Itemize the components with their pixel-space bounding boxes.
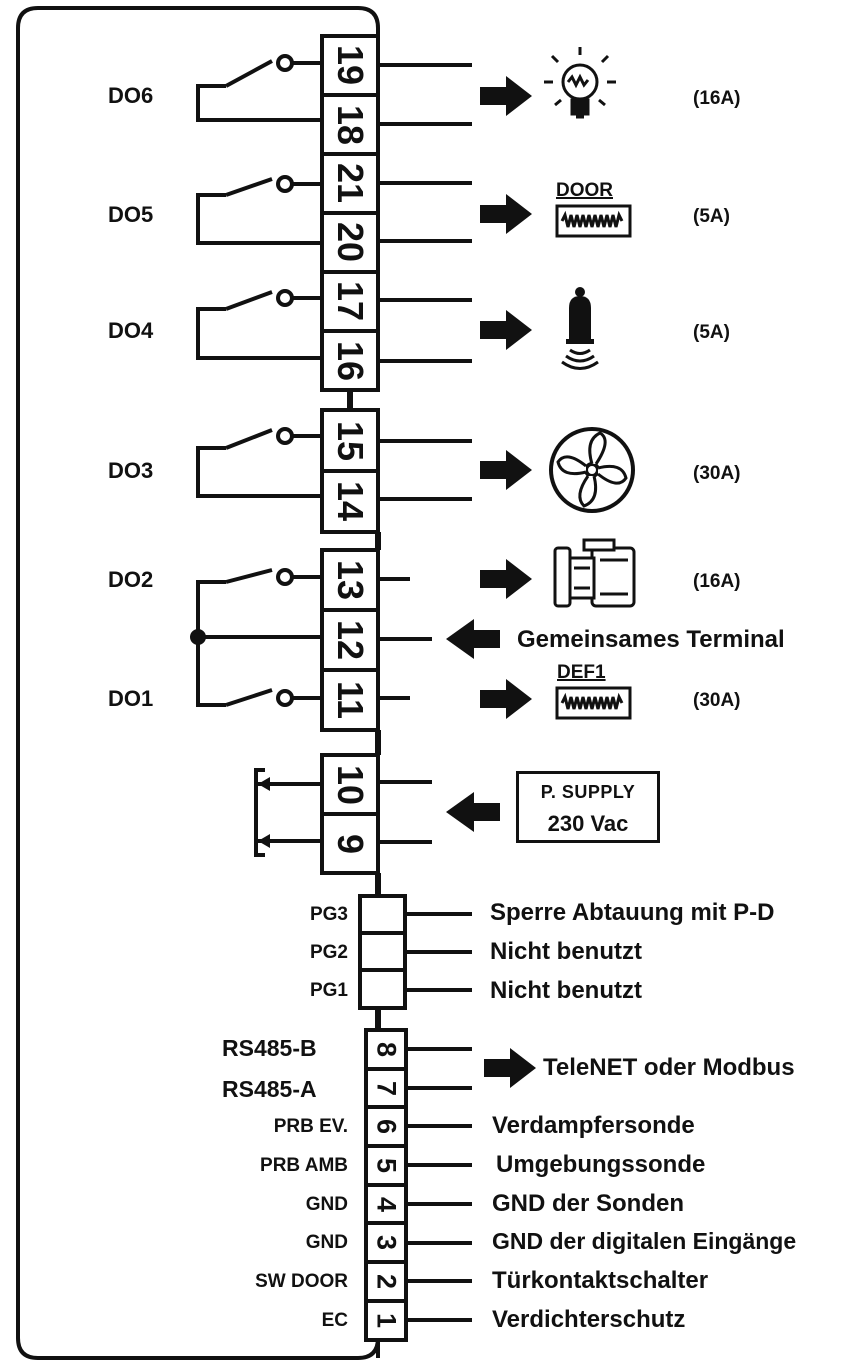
do2-do1-switches bbox=[196, 568, 322, 707]
terminal-3: 3 bbox=[371, 1234, 402, 1251]
do5-rating: (5A) bbox=[693, 206, 730, 227]
terminal-16: 16 bbox=[330, 340, 371, 382]
arrow-left-common bbox=[446, 619, 500, 659]
ec-label: EC bbox=[321, 1310, 348, 1331]
arrow-right-do5 bbox=[480, 194, 532, 234]
do3-rating: (30A) bbox=[693, 463, 741, 484]
do2-label: DO2 bbox=[108, 567, 154, 592]
do1-label: DO1 bbox=[108, 686, 154, 711]
terminal-19: 19 bbox=[330, 44, 371, 86]
common-terminal-label: Gemeinsames Terminal bbox=[517, 626, 785, 653]
terminal-12: 12 bbox=[330, 619, 371, 661]
do4-label: DO4 bbox=[108, 318, 154, 343]
def1-label: DEF1 bbox=[557, 662, 606, 683]
do3-switch bbox=[196, 428, 322, 498]
prb-ev-label: PRB EV. bbox=[273, 1116, 348, 1137]
pg1-function: Nicht benutzt bbox=[490, 977, 642, 1004]
alarm-bell-icon bbox=[561, 287, 599, 370]
terminal-7: 7 bbox=[371, 1080, 402, 1097]
rs485-a-label: RS485-A bbox=[222, 1076, 317, 1102]
power-supply-voltage: 230 Vac bbox=[547, 811, 629, 836]
terminal-4: 4 bbox=[371, 1196, 402, 1213]
do4-rating: (5A) bbox=[693, 322, 730, 343]
pg3-label: PG3 bbox=[309, 904, 348, 925]
arrow-right-rs485 bbox=[484, 1048, 536, 1088]
do6-rating: (16A) bbox=[693, 88, 741, 109]
power-supply-box: P. SUPPLY 230 Vac bbox=[516, 771, 660, 843]
terminal-10: 10 bbox=[330, 764, 371, 806]
door-heater-icon bbox=[555, 204, 632, 238]
door-label: DOOR bbox=[556, 180, 613, 201]
terminal-8: 8 bbox=[371, 1041, 402, 1058]
terminal-14: 14 bbox=[330, 480, 371, 522]
terminal-11: 11 bbox=[330, 680, 371, 720]
terminal-18: 18 bbox=[330, 104, 371, 146]
terminal-1: 1 bbox=[371, 1312, 402, 1329]
do4-switch bbox=[196, 290, 322, 360]
prb-ev-function: Verdampfersonde bbox=[492, 1112, 695, 1139]
terminal-21: 21 bbox=[330, 162, 371, 204]
sw-door-label: SW DOOR bbox=[255, 1271, 348, 1292]
pg2-function: Nicht benutzt bbox=[490, 938, 642, 965]
do5-switch bbox=[196, 177, 322, 245]
do5-label: DO5 bbox=[108, 202, 154, 227]
power-supply-title: P. SUPPLY bbox=[540, 782, 636, 802]
lightbulb-icon bbox=[544, 47, 616, 119]
pg-terminal-block bbox=[358, 894, 407, 1010]
gnd-digital-function: GND der digitalen Eingänge bbox=[492, 1228, 797, 1254]
gnd-digital-label: GND bbox=[305, 1232, 348, 1253]
pg2-label: PG2 bbox=[309, 942, 348, 963]
terminal-block-13-11 bbox=[320, 548, 380, 732]
sw-door-function: Türkontaktschalter bbox=[492, 1267, 709, 1294]
do6-switch bbox=[196, 59, 322, 122]
terminal-5: 5 bbox=[371, 1157, 402, 1174]
arrow-right-do2 bbox=[480, 559, 532, 599]
do1-rating: (30A) bbox=[693, 690, 741, 711]
arrow-right-do4 bbox=[480, 310, 532, 350]
terminal-6: 6 bbox=[371, 1118, 402, 1135]
pg3-function: Sperre Abtauung mit P-D bbox=[490, 899, 775, 926]
controller-housing bbox=[16, 6, 380, 1360]
gnd-probes-label: GND bbox=[305, 1194, 348, 1215]
terminal-9: 9 bbox=[330, 833, 371, 855]
rs485-function: TeleNET oder Modbus bbox=[543, 1054, 795, 1081]
gnd-probes-function: GND der Sonden bbox=[492, 1190, 685, 1217]
do6-label: DO6 bbox=[108, 83, 154, 108]
terminal-13: 13 bbox=[330, 559, 371, 601]
arrow-right-do1 bbox=[480, 679, 532, 719]
terminal-17: 17 bbox=[330, 280, 371, 322]
prb-amb-label: PRB AMB bbox=[260, 1155, 348, 1176]
fan-icon bbox=[549, 427, 635, 513]
terminal-2: 2 bbox=[371, 1273, 402, 1290]
pg1-label: PG1 bbox=[309, 980, 348, 1001]
terminal-20: 20 bbox=[330, 221, 371, 263]
terminal-15: 15 bbox=[330, 420, 371, 462]
def-heater-icon bbox=[555, 686, 632, 720]
arrow-left-supply bbox=[446, 792, 500, 832]
rs485-b-label: RS485-B bbox=[222, 1035, 317, 1061]
ec-function: Verdichterschutz bbox=[492, 1306, 686, 1333]
arrow-right-do3 bbox=[480, 450, 532, 490]
output-wires bbox=[378, 63, 472, 844]
compressor-icon bbox=[553, 538, 636, 608]
do3-label: DO3 bbox=[108, 458, 154, 483]
prb-amb-function: Umgebungssonde bbox=[496, 1151, 706, 1178]
arrow-right-do6 bbox=[480, 76, 532, 116]
do2-rating: (16A) bbox=[693, 571, 741, 592]
